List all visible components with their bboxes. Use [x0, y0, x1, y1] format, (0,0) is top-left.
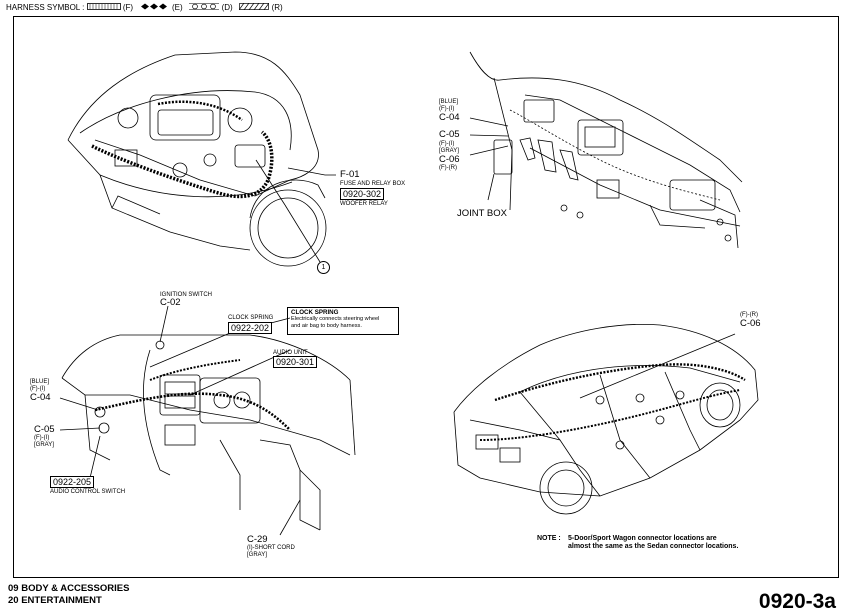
connector-c02-code: C-02 — [160, 297, 181, 308]
fuse-relay-box-label: FUSE AND RELAY BOX — [340, 181, 406, 187]
legend-code-r: (R) — [271, 3, 283, 12]
cabin-interior-drawing — [469, 51, 743, 249]
car-c06-harness-tag: (F)-(R) — [740, 312, 758, 318]
legend-title: HARNESS SYMBOL : — [6, 3, 85, 12]
clock-spring-label: CLOCK SPRING — [228, 315, 274, 321]
dash-c04-color-tag: [BLUE] — [30, 379, 50, 385]
hatched-band-icon — [86, 3, 121, 12]
note-text-line-1: 5-Door/Sport Wagon connector locations a… — [568, 535, 717, 542]
audio-unit-label: AUDIO UNIT — [273, 350, 308, 356]
ref-box-0920-302: 0920-302 — [340, 188, 385, 200]
ref-box-0920-301: 0920-301 — [273, 356, 318, 368]
note-label: NOTE : — [537, 535, 561, 542]
diagram-frame — [13, 16, 839, 578]
dash-c05-harness-tag: (F)-(I) — [34, 435, 50, 441]
c04-harness-tag: (F)-(I) — [439, 106, 455, 112]
connector-c29-code: C-29 — [247, 534, 268, 545]
woofer-relay-label: WOOFER RELAY — [340, 201, 388, 207]
joint-box-label: JOINT BOX — [457, 208, 507, 219]
clock-spring-note: CLOCK SPRING Electrically connects steer… — [287, 307, 399, 335]
note-title: CLOCK SPRING — [291, 309, 339, 316]
footer-section-1: 09 BODY & ACCESSORIES — [8, 583, 130, 594]
c06-harness-tag: (F)-(R) — [439, 165, 457, 171]
ref-box-0922-205: 0922-205 — [50, 476, 95, 488]
dash-c04-harness-tag: (F)-(I) — [30, 386, 46, 392]
c29-short-cord-label: (I)-SHORT CORD — [247, 545, 295, 551]
footer-section-2: 20 ENTERTAINMENT — [8, 595, 102, 606]
page-id: 0920-3a — [758, 590, 836, 613]
car-connector-c06-code: C-06 — [740, 318, 761, 329]
diagonal-hatch-icon — [239, 3, 270, 12]
dash-connector-c04-code: C-04 — [30, 392, 51, 403]
note-text-line-2: almost the same as the Sedan connector l… — [568, 543, 739, 550]
c05-harness-tag: (F)-(I) — [439, 141, 455, 147]
note-line-1: Electrically connects steering wheel — [291, 316, 380, 322]
dash-connector-c05-code: C-05 — [34, 424, 55, 435]
c29-color-tag: [GRAY] — [247, 552, 267, 558]
connector-c04-code: C-04 — [439, 112, 460, 123]
callout-marker: 1 — [317, 261, 330, 274]
dashboard-drawing — [59, 305, 356, 536]
c04-color-tag: [BLUE] — [439, 99, 459, 105]
harness-symbol-legend: HARNESS SYMBOL : (F) (E) — [6, 3, 283, 12]
legend-code-f: (F) — [122, 3, 134, 12]
ignition-switch-label: IGNITION SWITCH — [160, 292, 212, 298]
circle-chain-icon — [189, 3, 220, 12]
car-body-drawing — [453, 323, 759, 515]
engine-compartment-drawing — [67, 51, 336, 267]
connector-c05-code: C-05 — [439, 129, 460, 140]
connector-c06-code: C-06 — [439, 154, 460, 165]
connector-f01-code: F-01 — [340, 169, 360, 180]
c05-color-tag: [GRAY] — [439, 148, 459, 154]
legend-code-d: (D) — [221, 3, 233, 12]
ref-box-0922-202: 0922-202 — [228, 322, 273, 334]
legend-code-e: (E) — [171, 3, 183, 12]
callout-number: 1 — [321, 264, 326, 271]
diamond-chain-icon — [140, 3, 170, 12]
dash-c05-color-tag: [GRAY] — [34, 442, 54, 448]
note-line-2: and air bag to body harness. — [291, 323, 362, 329]
audio-control-switch-label: AUDIO CONTROL SWITCH — [50, 489, 126, 495]
